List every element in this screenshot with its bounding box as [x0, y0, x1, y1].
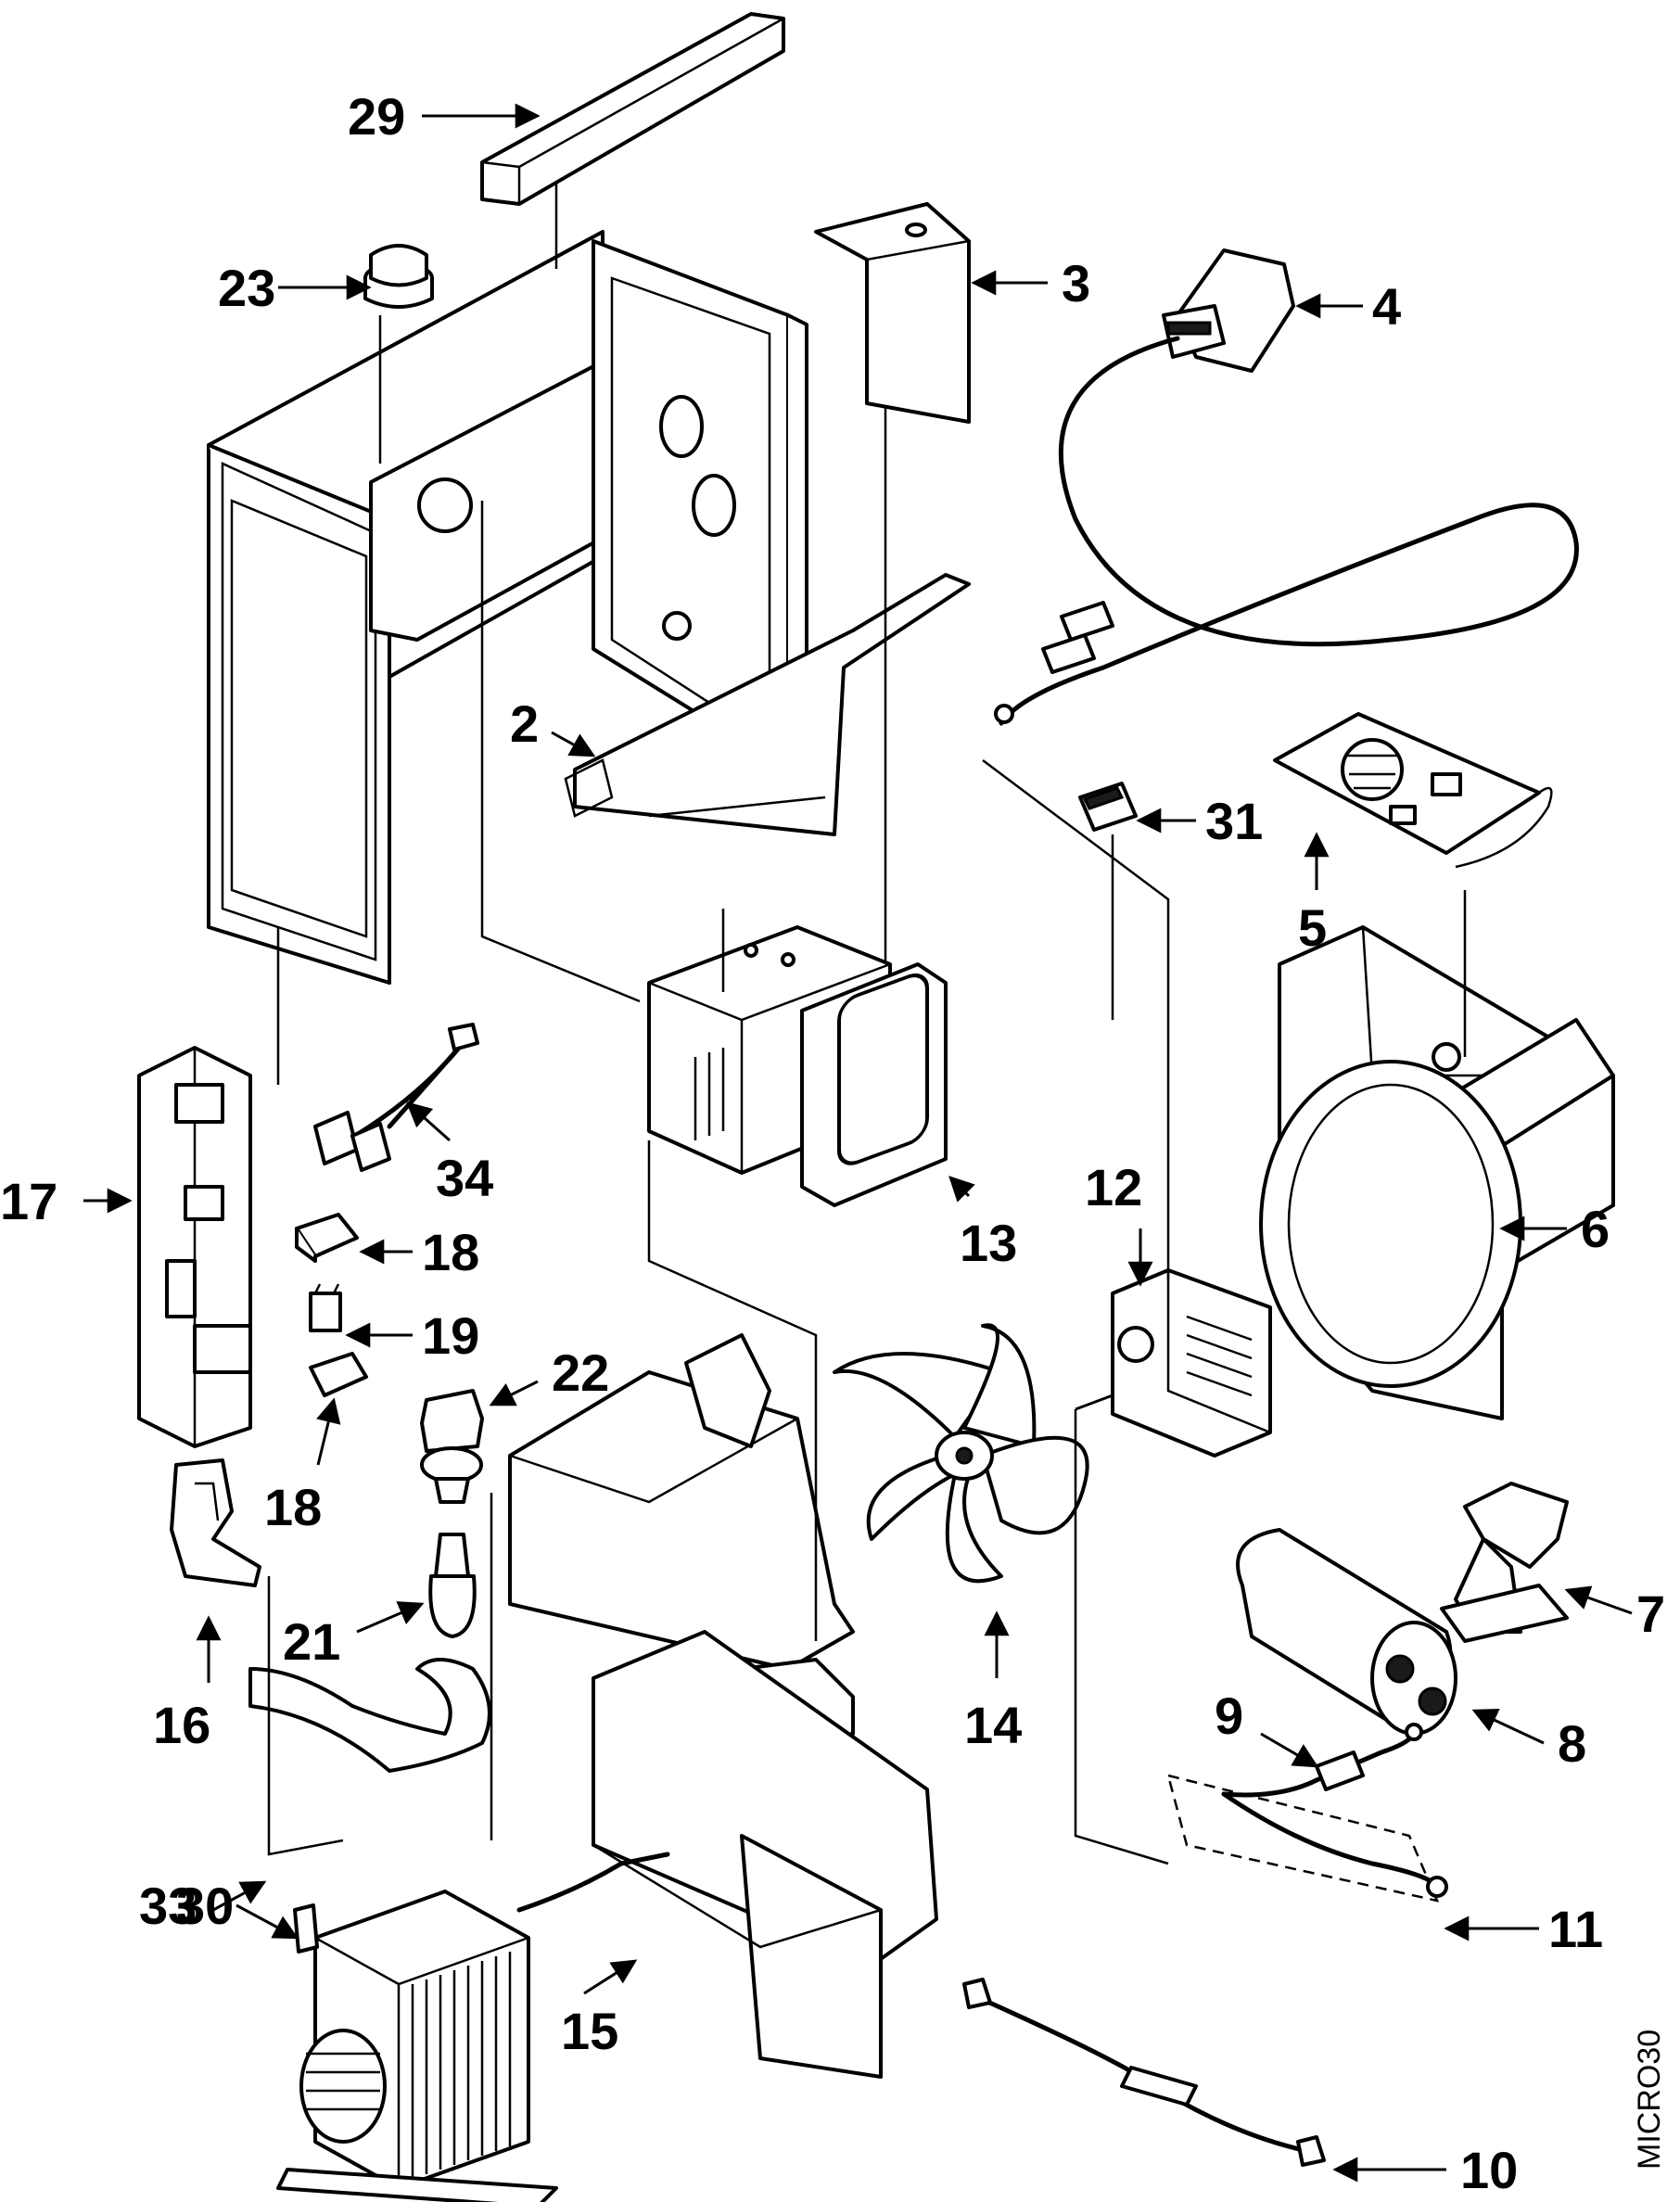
part-14-fan-blade	[833, 1323, 1089, 1584]
part-22-lamp-holder	[420, 1389, 484, 1504]
part-10-hv-fuse-lead	[962, 1978, 1326, 2167]
oven-cavity-chassis	[207, 230, 808, 985]
part-8-hv-capacitor	[1236, 1528, 1457, 1736]
label-21: 21	[283, 1612, 340, 1671]
label-8: 8	[1558, 1714, 1586, 1773]
label-9: 9	[1215, 1687, 1243, 1745]
part-29-seal-strip	[480, 12, 785, 206]
part-18-microswitch-lower	[309, 1352, 368, 1397]
label-12: 12	[1085, 1158, 1142, 1216]
label-19: 19	[422, 1306, 479, 1365]
part-6-air-guide	[1259, 925, 1615, 1420]
part-16-latch-hook	[170, 1458, 261, 1587]
part-9-11-diode-assembly	[1166, 1723, 1448, 1903]
label-5: 5	[1298, 898, 1327, 957]
part-21-lamp	[428, 1533, 477, 1638]
label-6: 6	[1581, 1200, 1610, 1258]
part-15-duct-assembly	[508, 1333, 938, 2079]
part-2-shield-bracket	[564, 573, 971, 836]
leader-arrows	[83, 103, 1633, 2183]
label-16: 16	[153, 1696, 210, 1754]
part-4-plug-and-cord	[994, 248, 1579, 726]
part-7-bracket	[1440, 1482, 1569, 1643]
label-11: 11	[1548, 1900, 1603, 1958]
part-33-foam-seal	[248, 1658, 491, 1773]
label-29: 29	[348, 87, 405, 146]
label-34: 34	[436, 1149, 493, 1207]
part-34-wire-lead	[313, 1023, 479, 1172]
part-12-fan-motor	[1075, 1268, 1272, 1457]
part-17-latch-assembly	[137, 1046, 252, 1448]
label-18-upper: 18	[422, 1223, 479, 1281]
label-30: 30	[176, 1877, 234, 1935]
part-31-fuse-holder	[1078, 782, 1138, 832]
part-23-thermal-cutout	[363, 244, 434, 309]
label-2: 2	[510, 694, 539, 753]
part-18-microswitch-upper	[295, 1213, 359, 1263]
part-3-bracket	[814, 202, 971, 424]
label-14: 14	[964, 1696, 1022, 1754]
part-30-hv-transformer	[276, 1852, 670, 2202]
label-31: 31	[1205, 792, 1263, 850]
label-23: 23	[218, 259, 275, 317]
label-13: 13	[960, 1214, 1017, 1272]
construction-lines	[267, 181, 1467, 1865]
label-10: 10	[1460, 2141, 1518, 2199]
diagram-code: MICRO30	[1632, 2030, 1667, 2170]
part-19-microswitch	[309, 1283, 342, 1332]
label-3: 3	[1062, 254, 1090, 312]
label-17: 17	[0, 1172, 57, 1230]
label-33: 33	[139, 1877, 197, 1935]
label-18-lower: 18	[264, 1478, 322, 1536]
label-22: 22	[552, 1343, 609, 1402]
part-13-magnetron	[647, 925, 948, 1207]
label-4: 4	[1372, 277, 1401, 336]
label-15: 15	[561, 2002, 618, 2060]
part-5-filter-board	[1273, 712, 1553, 869]
label-7: 7	[1636, 1585, 1665, 1643]
